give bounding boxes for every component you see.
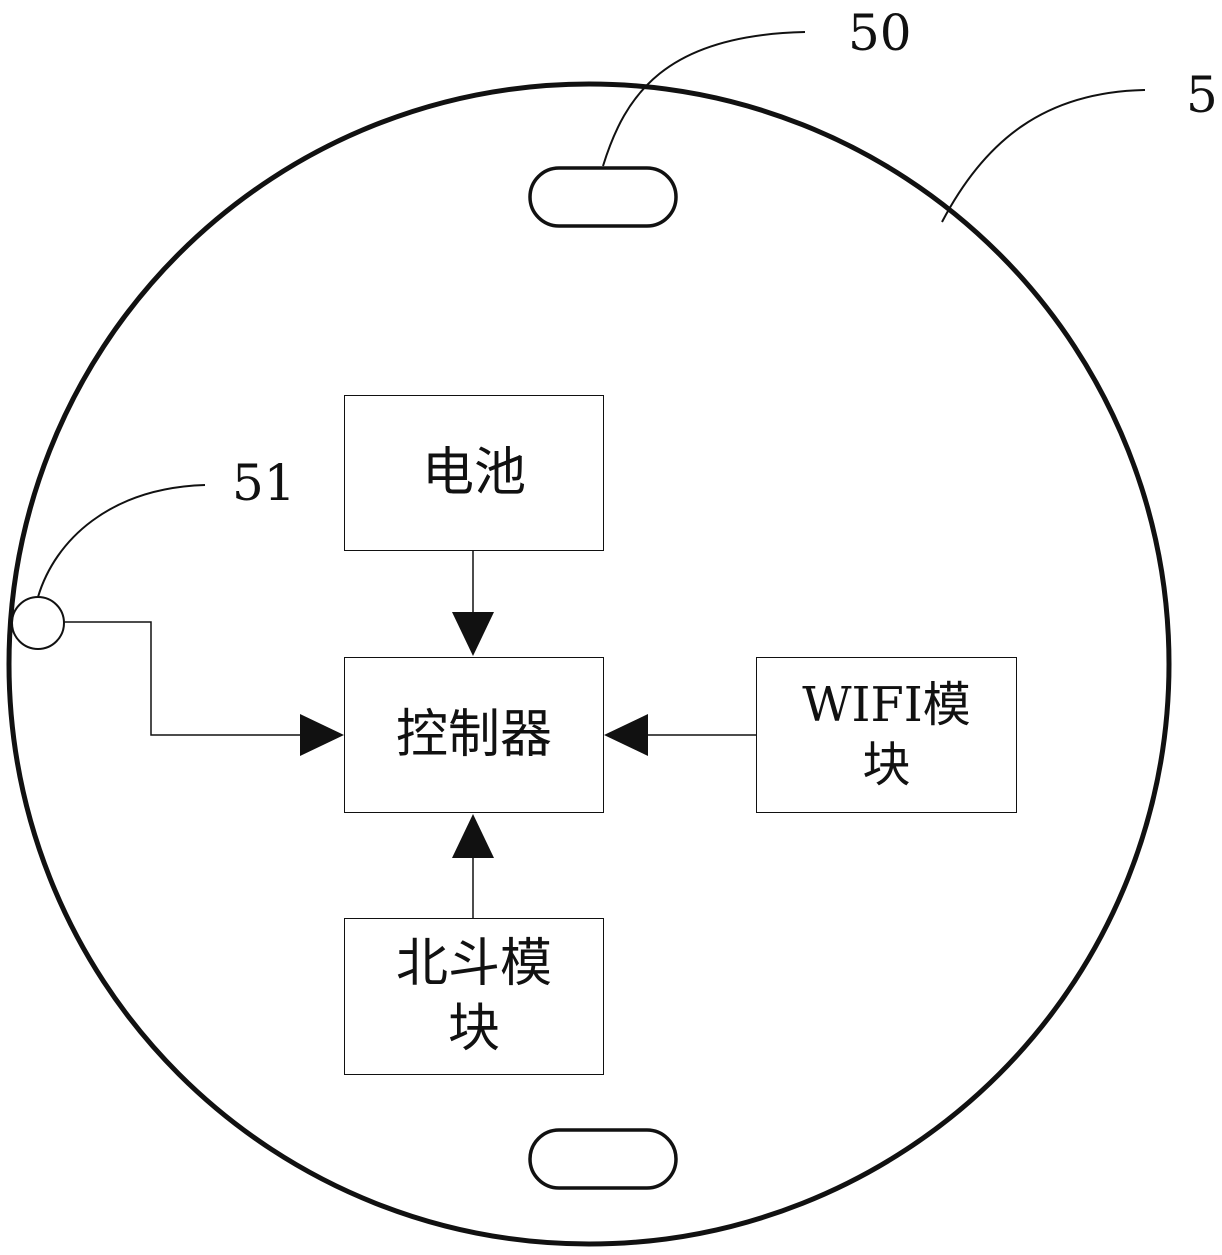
arrowhead-sensor-to-controller — [300, 714, 344, 756]
wifi-module-label: WIFI模 块 — [802, 675, 971, 795]
sensor-circle — [12, 597, 64, 649]
arrowhead-beidou-to-controller — [452, 814, 494, 858]
arrowhead-wifi-to-controller — [604, 714, 648, 756]
beidou-module-label: 北斗模 块 — [396, 932, 552, 1062]
leader-line-51 — [38, 485, 205, 597]
wifi-module-block: WIFI模 块 — [756, 657, 1017, 813]
callout-label-51: 51 — [232, 458, 296, 508]
beidou-module-block: 北斗模 块 — [344, 918, 604, 1075]
leader-line-50 — [603, 32, 805, 166]
top-mounting-slot — [530, 168, 676, 226]
leader-line-5 — [942, 90, 1145, 222]
battery-block: 电池 — [344, 395, 604, 551]
bottom-mounting-slot — [530, 1130, 676, 1188]
battery-label: 电池 — [422, 441, 526, 506]
arrowhead-battery-to-controller — [452, 612, 494, 656]
callout-label-50: 50 — [848, 8, 912, 58]
controller-block: 控制器 — [344, 657, 604, 813]
callout-label-5: 5 — [1186, 70, 1218, 120]
controller-label: 控制器 — [396, 703, 552, 768]
connector-sensor-to-controller — [64, 622, 300, 735]
